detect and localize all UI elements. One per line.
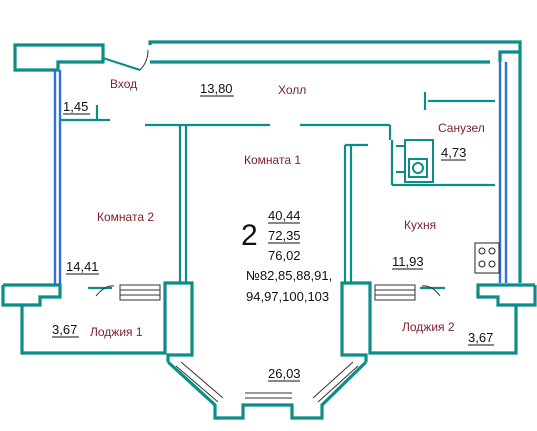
interior-walls: [60, 92, 495, 283]
area-with-loggias: 76,02: [268, 248, 301, 263]
bathroom-fixtures: [396, 139, 434, 183]
area-room2: 14,41: [66, 259, 99, 274]
area-bathroom: 4,73: [441, 145, 466, 160]
stove-icon: [474, 242, 500, 274]
area-room1: 26,03: [268, 366, 301, 381]
label-entrance: Вход: [110, 77, 137, 91]
label-room2: Комната 2: [97, 210, 154, 224]
shower-icon: [404, 139, 434, 183]
label-room1: Комната 1: [244, 153, 301, 167]
loggia-1-walls: [1, 281, 194, 362]
label-hall: Холл: [278, 83, 306, 97]
rooms-count: 2: [241, 219, 258, 252]
bay-window: [166, 360, 368, 420]
label-loggia1: Лоджия 1: [90, 325, 143, 339]
area-closet: 1,45: [63, 99, 88, 114]
living-area: 40,44: [268, 208, 301, 223]
area-loggia1: 3,67: [52, 322, 77, 337]
loggia-2-walls: [340, 281, 537, 362]
label-loggia2: Лоджия 2: [402, 320, 455, 334]
area-hall: 13,80: [200, 81, 233, 96]
toilet-icon: [408, 158, 428, 178]
label-bathroom: Санузел: [438, 121, 485, 135]
label-kitchen: Кухня: [404, 218, 436, 232]
apartment-numbers-1: №82,85,88,91,: [246, 268, 332, 283]
area-loggia2: 3,67: [468, 330, 493, 345]
area-kitchen: 11,93: [392, 254, 424, 269]
entrance-door-icon: [102, 49, 149, 72]
outer-walls: [13, 40, 522, 285]
apartment-summary: 2 40,44 72,35 76,02 №82,85,88,91, 94,97,…: [241, 208, 332, 304]
apartment-numbers-2: 94,97,100,103: [246, 289, 329, 304]
total-area: 72,35: [268, 228, 301, 243]
